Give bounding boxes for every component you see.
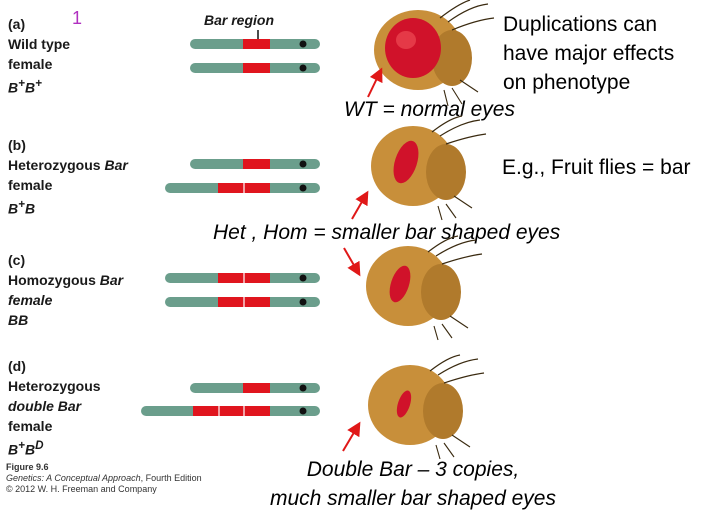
panel-c-genotype: BB (8, 312, 29, 328)
arrow-wild-type (367, 67, 383, 98)
fly-head-homozygous (366, 235, 483, 341)
wt-note: WT = normal eyes (344, 98, 515, 121)
arrow-double-bar (342, 421, 361, 452)
figure-copyright: © 2012 W. H. Freeman and Company (6, 484, 157, 494)
panel-b-label: (b) Heterozygous Bar female B+B (8, 135, 128, 219)
panel-c-letter: (c) (8, 252, 26, 268)
panel-a-label: (a) Wild type female B+B+ (8, 14, 70, 98)
title-note: Duplications can have major effects on p… (503, 13, 675, 94)
panel-a-line1: Wild type (8, 36, 71, 52)
panel-a-genotype: B+B+ (8, 77, 42, 96)
fly-head-wild-type (374, 0, 495, 107)
panel-a-line2: female (8, 56, 53, 72)
het-hom-note: Het , Hom = smaller bar shaped eyes (213, 221, 561, 244)
chromosome-d1 (190, 383, 320, 393)
panel-d-genotype: B+BD (8, 439, 44, 458)
arrow-homozygous (343, 247, 361, 277)
chromosome-a2 (190, 63, 320, 73)
figure-caption: Figure 9.6 Genetics: A Conceptual Approa… (6, 462, 202, 495)
chromosome-a1 (190, 39, 320, 49)
panel-d-letter: (d) (8, 358, 26, 374)
arrow-heterozygous (351, 190, 369, 220)
chromosome-b1 (190, 159, 320, 169)
panel-c-line1: Homozygous Bar (8, 272, 124, 288)
panel-d-line2: double Bar (8, 398, 82, 414)
panel-b-letter: (b) (8, 137, 26, 153)
panel-a-letter: (a) (8, 16, 26, 32)
fly-head-heterozygous (371, 115, 487, 221)
chromosome-c1 (165, 273, 320, 283)
panel-c-label: (c) Homozygous Bar female BB (8, 250, 123, 330)
figure-number: Figure 9.6 (6, 462, 49, 472)
figure-source: Genetics: A Conceptual Approach, Fourth … (6, 473, 202, 483)
panel-c-line2: female (8, 292, 53, 308)
panel-b-genotype: B+B (8, 198, 36, 217)
fly-head-double-bar (368, 354, 485, 460)
double-bar-note: Double Bar – 3 copies, much smaller bar … (270, 458, 556, 510)
example-note: E.g., Fruit flies = bar (502, 156, 691, 179)
chromosome-d2 (141, 406, 320, 416)
panel-d-label: (d) Heterozygous double Bar female B+BD (8, 356, 101, 460)
panel-d-line3: female (8, 418, 53, 434)
panel-b-line2: female (8, 177, 53, 193)
slide-number: 1 (72, 8, 83, 28)
chromosome-c2 (165, 297, 320, 307)
bar-region-label: Bar region (204, 12, 275, 28)
panel-d-line1: Heterozygous (8, 378, 101, 394)
chromosome-b2 (165, 183, 320, 193)
panel-b-line1: Heterozygous Bar (8, 157, 128, 173)
